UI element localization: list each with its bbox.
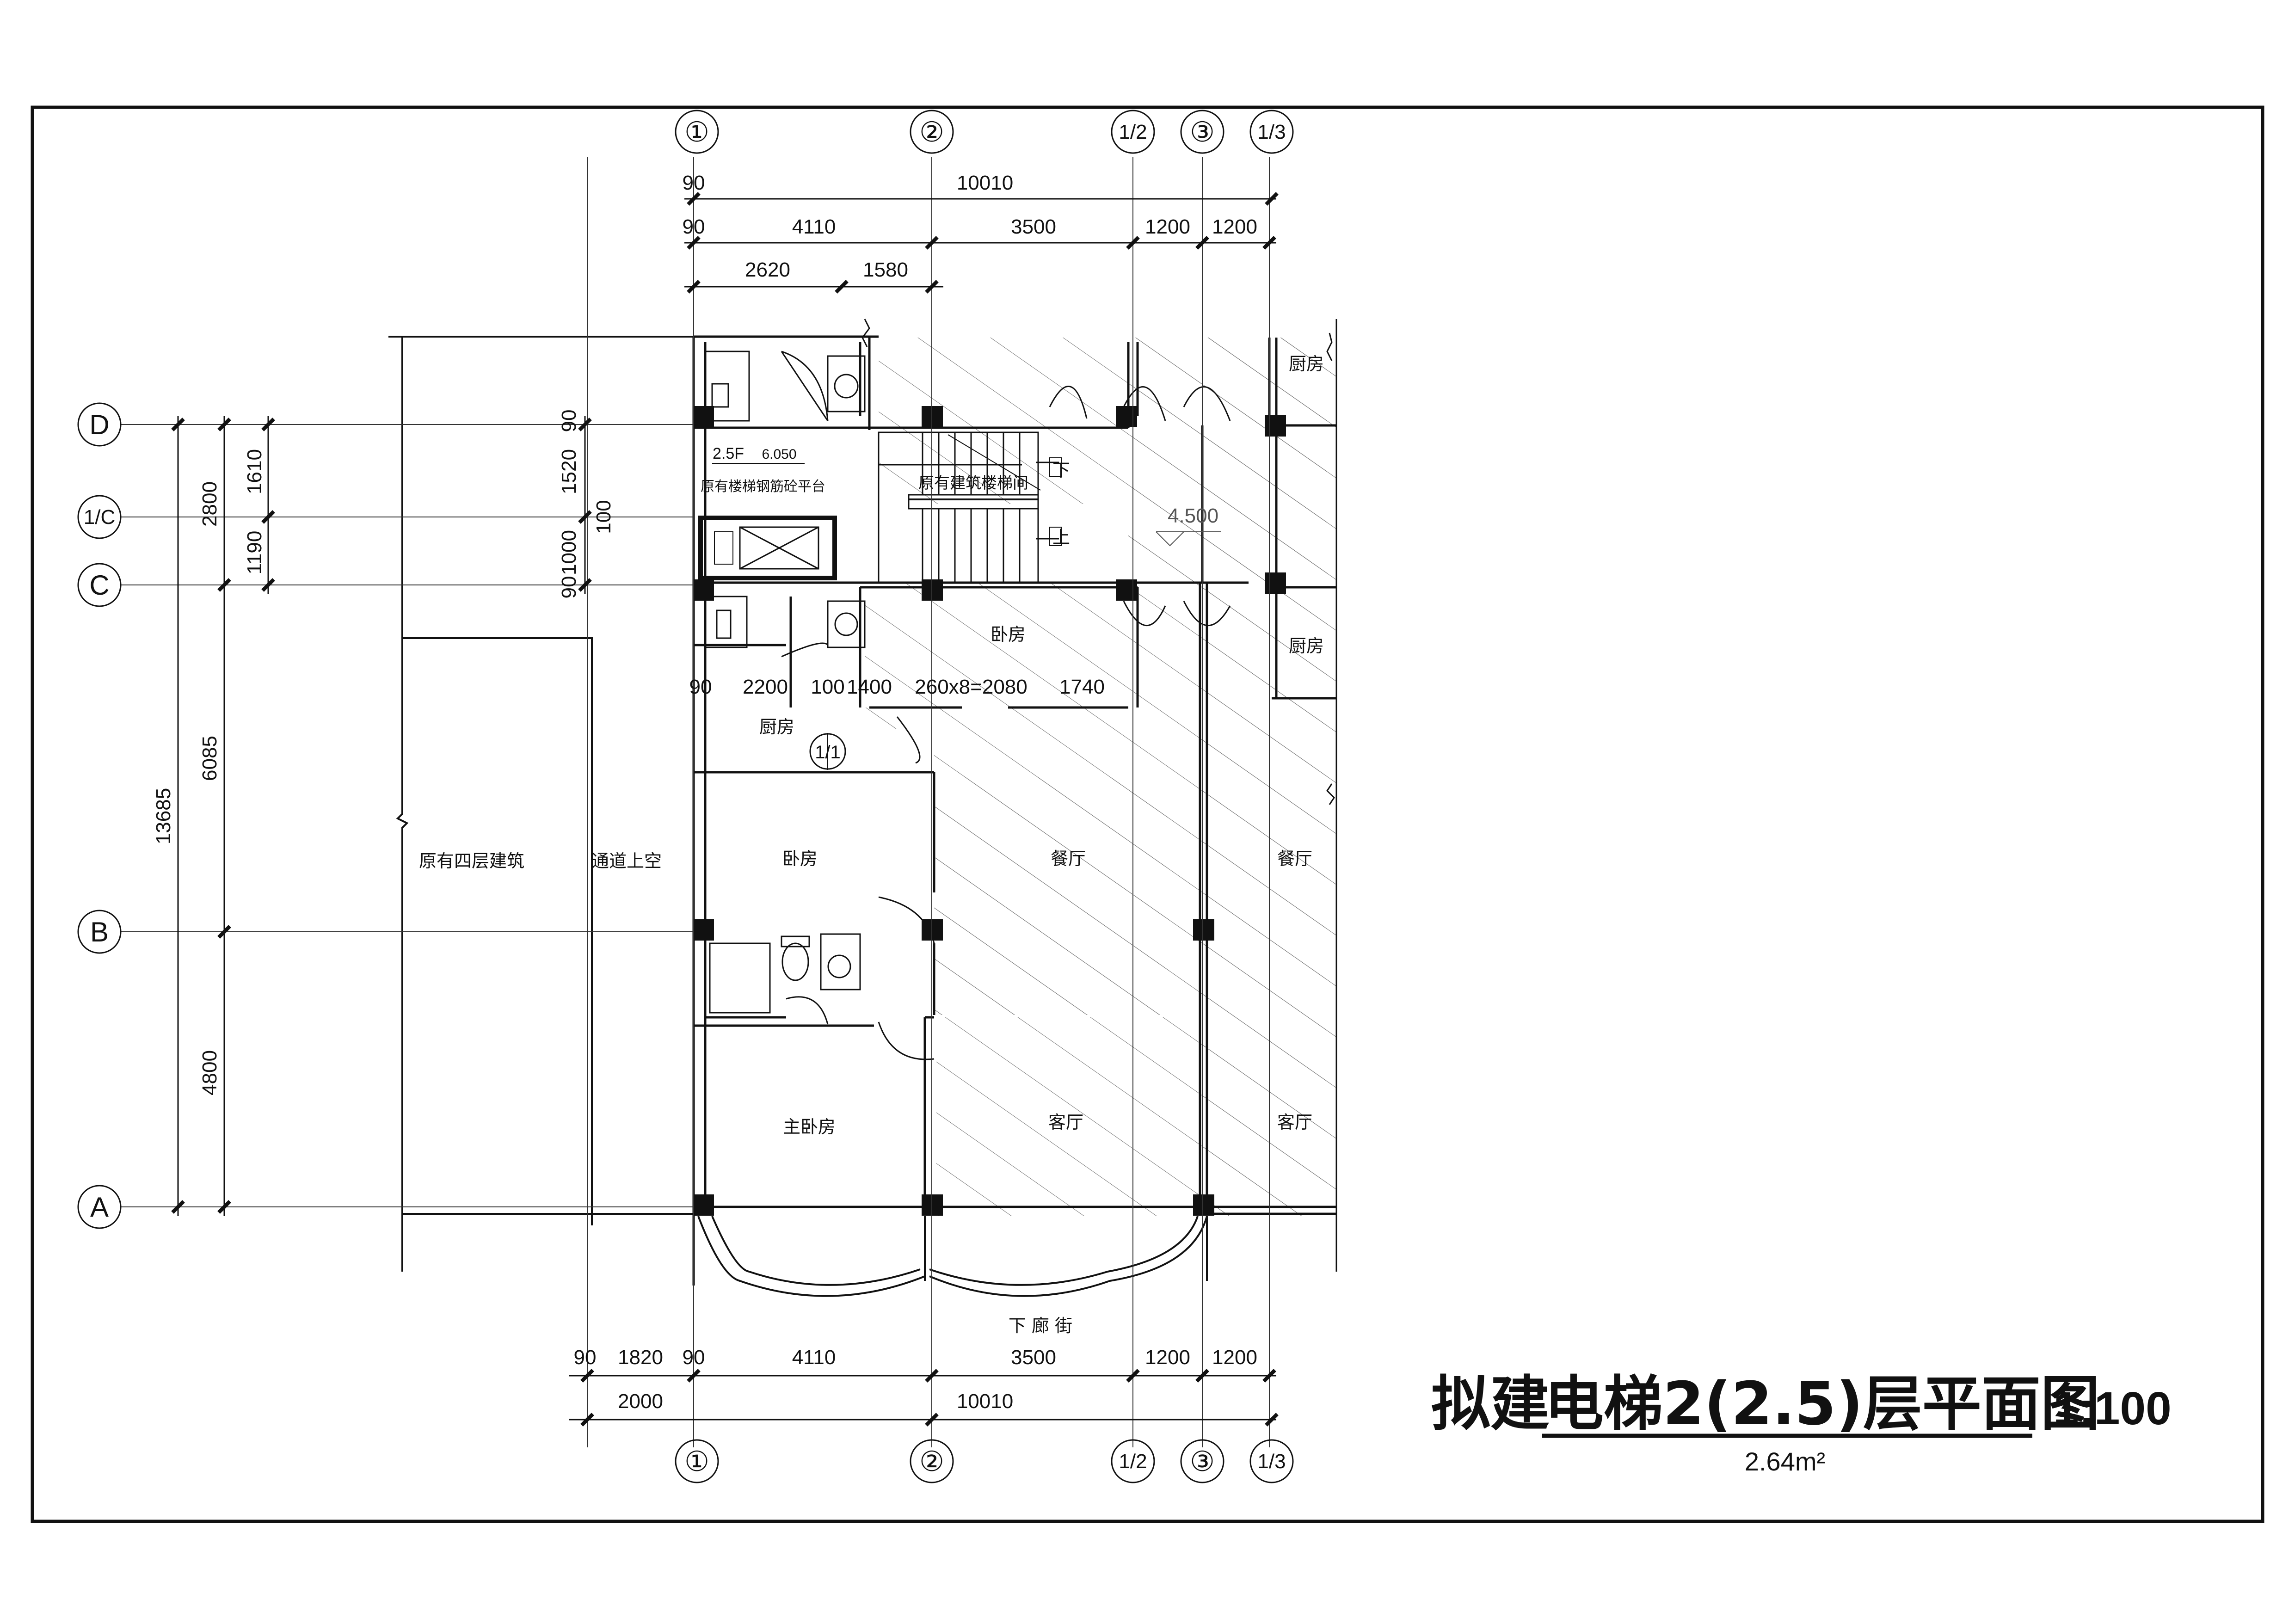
title-scale: 1:100 [2053,1383,2172,1434]
kitchen-label-left: 厨房 [759,717,794,737]
grid-left-D: D [89,409,109,440]
dim-top-seg-4: 1200 [1145,215,1190,238]
dim-stair-3: 100 [811,676,844,698]
arcade-label: 下 廊 街 [1009,1316,1072,1336]
title-prefix: 拟建 [1431,1370,1550,1439]
page-title: 电梯2(2.5)层平面图 [1544,1370,2100,1439]
living-label-right: 客厅 [1277,1112,1312,1132]
grid-top-2: ② [919,117,944,148]
break-marks [861,319,1335,805]
grid-bubbles-bottom [675,1439,1294,1483]
floor-tag: 2.5F [713,445,744,462]
grid-bottom-5: 1/3 [1257,1450,1286,1473]
dining-label-center: 餐厅 [1051,849,1086,869]
kitchen-label-mid-right: 厨房 [1289,636,1324,656]
existing-building-label: 原有四层建筑 [419,851,524,871]
dim-left-mid-3: 4800 [198,1050,221,1095]
title-area: 2.64m² [1745,1447,1825,1476]
dim-top-overall-90: 90 [683,172,705,194]
grid-left-A: A [90,1192,109,1223]
dim-bottom-overall-2000: 2000 [618,1390,663,1413]
existing-building [388,336,694,1272]
bedroom-label-left: 卧房 [782,849,818,869]
grid-left-1C: 1/C [84,506,115,529]
grid-top-3: 1/2 [1119,121,1147,143]
grid-top-4: ③ [1190,117,1215,148]
dim-left-mid-2: 6085 [198,736,221,781]
grid-bubbles-left [77,402,122,1229]
kitchen-label-top-right: 厨房 [1289,354,1324,374]
dim-bottom-seg-6: 1200 [1145,1346,1190,1369]
dim-top-seg-5: 1200 [1212,215,1257,238]
grid-left-B: B [90,917,109,947]
dining-label-right: 餐厅 [1277,849,1312,869]
dimension-lines [177,198,1276,1421]
dim-core-v-2: 1520 [558,449,580,494]
level-mid: 4.500 [1168,504,1218,527]
dim-top-seg-3: 3500 [1011,215,1056,238]
dim-left-inner-1: 1610 [243,449,266,494]
grid-top-5: 1/3 [1257,121,1286,143]
dim-core-v-3: 100 [592,500,615,534]
master-bedroom-label: 主卧房 [783,1117,836,1137]
dim-top-seg-2: 4110 [792,215,836,238]
dim-stair-6: 1740 [1059,676,1105,698]
grid-bottom-3: 1/2 [1119,1450,1147,1473]
dim-top-seg-1: 90 [683,215,705,238]
grid-top-1: ① [684,117,709,148]
dim-core-v-1: 90 [558,410,580,432]
dim-core-v-4: 1000 [558,530,580,575]
dim-core-v-5: 90 [558,576,580,599]
dim-bottom-seg-1: 90 [574,1346,597,1369]
balcony [697,1216,1208,1297]
dim-bottom-seg-3: 90 [683,1346,705,1369]
dim-left-total: 13685 [152,788,175,844]
fixtures [704,351,866,1014]
grid-bottom-4: ③ [1190,1446,1215,1477]
grid-lines [120,157,1270,1447]
grid-bottom-2: ② [919,1446,944,1477]
dim-top-sub-1: 2620 [745,258,790,281]
stair-room-label: 原有建筑楼梯间 [918,474,1028,492]
stair-up-label: 上 [1052,527,1070,547]
sheet-border [31,105,2264,1523]
dim-bottom-seg-7: 1200 [1212,1346,1257,1369]
grid-bubbles-top [675,110,1294,154]
living-label-center: 客厅 [1048,1112,1083,1132]
stair-core [698,431,1062,584]
stair-down-label: 下 [1052,460,1070,480]
level-top: 6.050 [762,447,796,462]
dim-top-overall-10010: 10010 [957,172,1013,194]
hatched-existing-area [865,338,1336,1216]
dim-stair-1: 90 [689,676,712,698]
section-mark-label: 1/1 [815,742,841,763]
level-mid-marker [1156,531,1221,547]
dim-left-inner-2: 1190 [243,531,266,575]
dim-top-sub-2: 1580 [863,258,908,281]
passage-label: 通道上空 [591,851,662,871]
grid-left-C: C [89,570,109,601]
dim-stair-2: 2200 [743,676,788,698]
dim-left-mid-1: 2800 [198,481,221,527]
dim-stair-5: 260x8=2080 [915,676,1027,698]
grid-bottom-1: ① [684,1446,709,1477]
stair-platform-label: 原有楼梯钢筋砼平台 [701,479,825,495]
dim-stair-4: 1400 [847,676,892,698]
dim-bottom-overall-10010: 10010 [957,1390,1013,1413]
dimension-ticks [171,192,1279,1427]
bedroom-label-top: 卧房 [991,624,1026,645]
dim-bottom-seg-2: 1820 [618,1346,663,1369]
dim-bottom-seg-5: 3500 [1011,1346,1056,1369]
dim-bottom-seg-4: 4110 [792,1346,836,1369]
